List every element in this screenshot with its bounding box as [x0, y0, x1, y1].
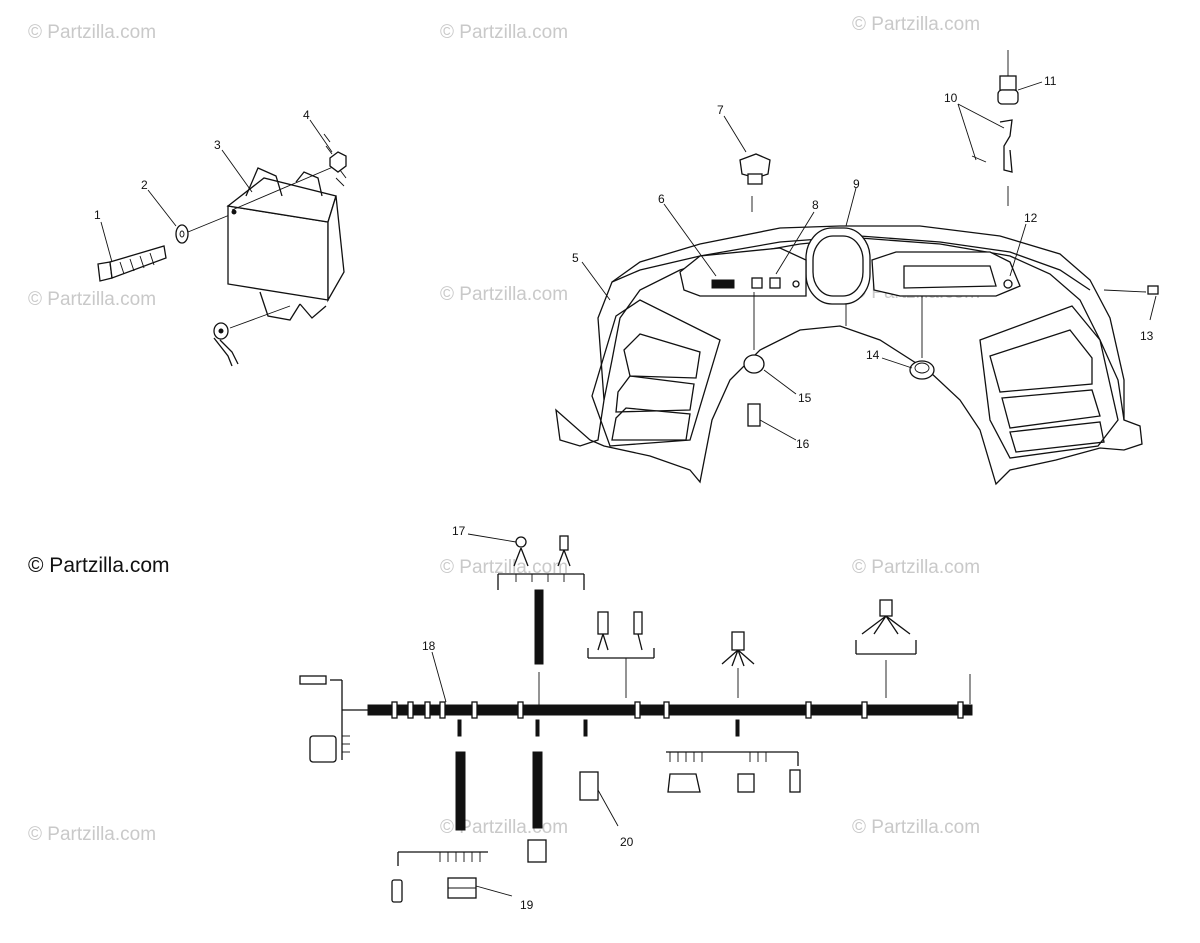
watermark: © Partzilla.com	[28, 22, 156, 43]
branch-20	[527, 751, 619, 863]
callout-5: 5	[572, 251, 579, 265]
harness-trunk	[367, 704, 973, 716]
callout-17: 17	[452, 524, 466, 538]
callout-3: 3	[214, 138, 221, 152]
trunk-tick-marks	[457, 719, 740, 737]
bolt-part	[97, 245, 167, 282]
callout-9: 9	[853, 177, 860, 191]
callout-13: 13	[1140, 329, 1154, 343]
trunk-clips	[391, 701, 964, 719]
watermark: © Partzilla.com	[852, 14, 980, 35]
watermark: © Partzilla.com	[852, 817, 980, 838]
upper-plug-part	[971, 50, 1019, 206]
branch-far-right-upper	[855, 599, 971, 704]
branch-right-upper	[721, 631, 755, 698]
cap-part	[909, 296, 935, 380]
nut-part	[323, 133, 347, 187]
branch-19	[391, 751, 513, 903]
leader-lines	[100, 81, 1157, 703]
callout-12: 12	[1024, 211, 1038, 225]
watermark: © Partzilla.com	[440, 284, 568, 305]
callout-4: 4	[303, 108, 310, 122]
callout-1: 1	[94, 208, 101, 222]
watermark: © Partzilla.com	[852, 557, 980, 578]
watermark: © Partzilla.com	[440, 22, 568, 43]
callout-8: 8	[812, 198, 819, 212]
knob-part	[739, 153, 771, 212]
branch-17	[497, 535, 585, 705]
ring-terminal-part	[213, 305, 291, 367]
callout-19: 19	[520, 898, 534, 912]
callout-7: 7	[717, 103, 724, 117]
module-assembly	[97, 133, 347, 367]
wiring-harness	[299, 535, 973, 903]
callout-10: 10	[944, 91, 958, 105]
screw-part	[1103, 285, 1159, 295]
left-vent-panel	[591, 299, 721, 447]
left-switch-panel	[679, 247, 807, 297]
branch-lower-right	[666, 751, 801, 793]
gauge-pod	[805, 227, 871, 305]
watermark-layer: © Partzilla.com © Partzilla.com © Partzi…	[28, 14, 980, 845]
socket-part	[743, 292, 765, 427]
callout-14: 14	[866, 348, 880, 362]
callout-18: 18	[422, 639, 436, 653]
main-watermark: © Partzilla.com	[28, 554, 170, 577]
watermark: © Partzilla.com	[440, 557, 568, 578]
dash-panel-assembly	[555, 50, 1159, 486]
callout-2: 2	[141, 178, 148, 192]
callout-15: 15	[798, 391, 812, 405]
callout-11: 11	[1044, 74, 1057, 88]
right-vent-panel	[979, 305, 1119, 459]
branch-mid-upper	[587, 611, 655, 698]
right-glovebox	[871, 251, 1021, 297]
watermark: © Partzilla.com	[28, 824, 156, 845]
callout-labels: 1 2 3 4 5 6 7 8 9 10 11 12 13 14 15 16 1…	[94, 74, 1154, 912]
callout-6: 6	[658, 192, 665, 206]
watermark: © Partzilla.com	[28, 289, 156, 310]
module-box-part	[226, 167, 345, 321]
callout-20: 20	[620, 835, 634, 849]
washer-part	[175, 224, 189, 244]
callout-16: 16	[796, 437, 810, 451]
